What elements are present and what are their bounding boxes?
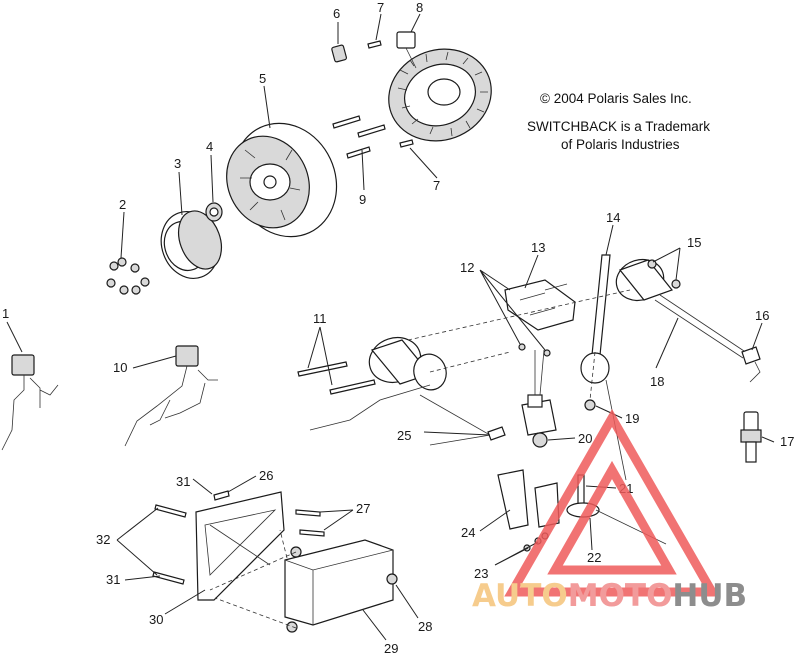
callout-10: 10 — [113, 360, 127, 375]
callout-1: 1 — [2, 306, 9, 321]
spark-plug-part-17 — [740, 411, 762, 463]
watermark-triangle-inner — [547, 460, 677, 575]
watermark-text-hub: HUB — [672, 578, 747, 614]
fitting-part-19 — [584, 399, 596, 411]
bolt-part-32 — [152, 504, 187, 585]
callout-20: 20 — [578, 431, 592, 446]
callout-12: 12 — [460, 260, 474, 275]
callout-26: 26 — [259, 468, 273, 483]
ecu-box-part-29 — [284, 539, 394, 633]
watermark-text-moto: MOTO — [568, 578, 673, 614]
stator-part — [388, 31, 492, 142]
callout-18: 18 — [650, 374, 664, 389]
callout-24: 24 — [461, 525, 475, 540]
actuator-part-18 — [615, 258, 761, 383]
leader-lines — [6, 13, 775, 641]
callout-5: 5 — [259, 71, 266, 86]
bolt-part-9 — [332, 115, 386, 159]
callout-31-bottom: 31 — [106, 572, 120, 587]
relay-harness-part-10 — [124, 345, 218, 447]
callout-13: 13 — [531, 240, 545, 255]
callout-27: 27 — [356, 501, 370, 516]
copyright-note: © 2004 Polaris Sales Inc. — [540, 91, 692, 106]
alignment-lines — [209, 289, 631, 629]
callout-25: 25 — [397, 428, 411, 443]
callout-3: 3 — [174, 156, 181, 171]
callout-22: 22 — [587, 550, 601, 565]
starter-pulley-part — [160, 210, 223, 279]
trademark-note-line1: SWITCHBACK is a Trademark — [527, 119, 710, 134]
callout-32: 32 — [96, 532, 110, 547]
callout-17: 17 — [780, 434, 794, 449]
callout-7-lower: 7 — [433, 178, 440, 193]
callout-31-top: 31 — [176, 474, 190, 489]
callout-9: 9 — [359, 192, 366, 207]
screw-part-lower — [399, 139, 414, 148]
callout-6: 6 — [333, 6, 340, 21]
trademark-note-line2: of Polaris Industries — [561, 137, 680, 152]
callout-28: 28 — [418, 619, 432, 634]
nut-part-28 — [386, 573, 398, 585]
sensor-part-20 — [521, 349, 557, 448]
callout-15: 15 — [687, 235, 701, 250]
callout-23: 23 — [474, 566, 488, 581]
callout-7-top: 7 — [377, 0, 384, 15]
mounting-plate-part-30 — [195, 491, 285, 601]
callout-30: 30 — [149, 612, 163, 627]
actuator-part-25 — [309, 336, 506, 446]
callout-16: 16 — [755, 308, 769, 323]
watermark-text-auto: AUTO — [472, 578, 568, 614]
nut-part — [205, 202, 223, 222]
callout-4: 4 — [206, 139, 213, 154]
bracket-part-13 — [504, 279, 576, 357]
callout-11: 11 — [313, 311, 327, 326]
automotohub-watermark: AUTOMOTOHUB — [472, 408, 747, 614]
watermark-triangle-outer — [504, 408, 720, 597]
relay-harness-part-1 — [1, 354, 59, 451]
callout-29: 29 — [384, 641, 398, 656]
long-bolt-part-11 — [297, 361, 376, 395]
callout-19: 19 — [625, 411, 639, 426]
stud-part-27 — [295, 509, 325, 537]
flywheel-part — [226, 122, 338, 238]
callout-2: 2 — [119, 197, 126, 212]
watermark-text: AUTOMOTOHUB — [472, 578, 747, 614]
screw-part-top — [367, 40, 382, 49]
callout-14: 14 — [606, 210, 620, 225]
screw-set-part — [106, 257, 150, 295]
connector-part — [331, 44, 348, 63]
bolt-part-26 — [213, 490, 230, 501]
callout-8: 8 — [416, 0, 423, 15]
